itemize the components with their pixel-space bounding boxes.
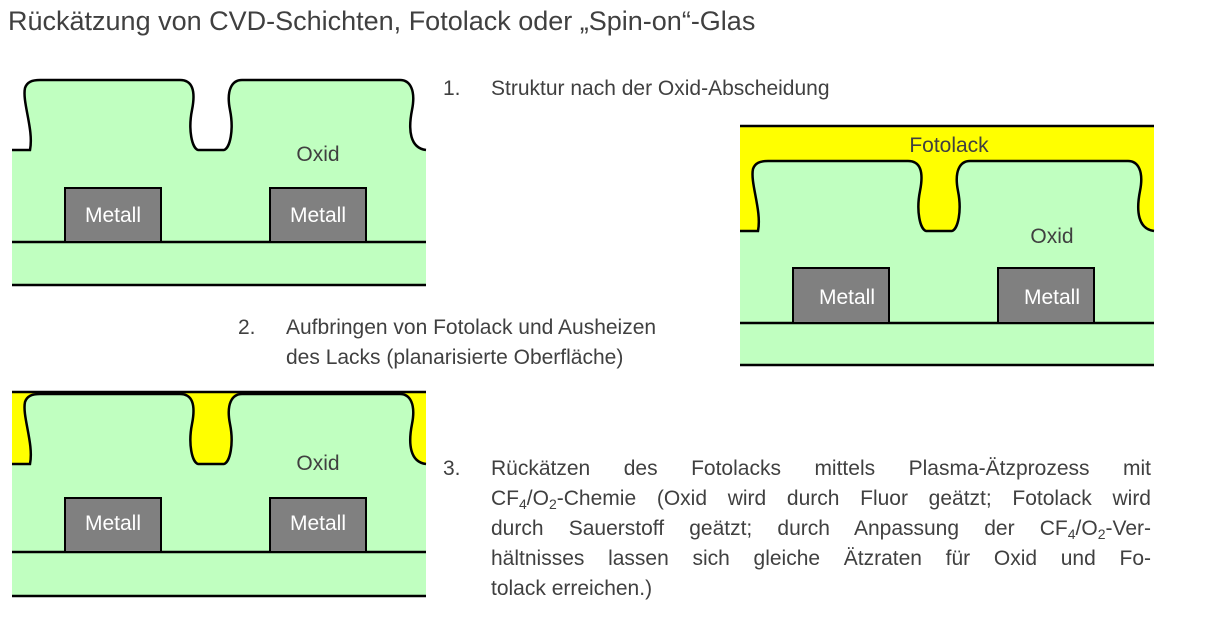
metal-block-left [792,267,890,324]
step-3-line-2-rest: -Chemie (Oxid wird durch Fluor geätzt; F… [556,487,1151,510]
oxide-surface [12,392,427,466]
subscript-2: 2 [1097,526,1106,542]
step-1-number: 1. [443,77,461,100]
oxide-label: Oxid [296,143,339,166]
subscript-2: 2 [548,496,557,512]
step-2-line-1: Aufbringen von Fotolack und Ausheizen [286,316,657,339]
step-3-number: 3. [443,457,461,480]
step-2-number: 2. [238,316,256,339]
subscript-4: 4 [519,496,527,512]
diagram-photoresist-applied: Metall Metall Oxid Fotolack [740,124,1155,367]
oxide-layer [12,80,426,285]
diagram-oxide-deposition: Metall Metall Oxid [12,78,427,287]
oxide-surface [12,78,427,152]
metal-label-right: Metall [1024,286,1080,309]
step-1-text: Struktur nach der Oxid-Abscheidung [491,77,830,100]
step-3-line-3: durch Sauerstoff geätzt; durch Anpassung… [491,514,1151,544]
photoresist-label: Fotolack [909,134,989,157]
subscript-4: 4 [1067,526,1076,542]
step-3: 3. Rückätzen des Fotolacks mittels Plasm… [443,454,1155,606]
step-3-line-3-start: durch Sauerstoff geätzt; durch Anpassung… [491,517,1068,540]
metal-label-left: Metall [85,512,141,535]
formula-cf: CF [491,487,519,510]
metal-label-left: Metall [819,286,875,309]
oxide-surface [740,159,1155,233]
diagram-etch-back: Metall Metall Oxid [12,390,427,598]
step-2-line-2: des Lacks (planarisierte Oberfläche) [286,346,624,369]
metal-label-left: Metall [85,204,141,227]
metal-block-right [269,187,367,243]
step-3-line-5: tolack erreichen.) [491,577,653,600]
step-3-line-4: hältnisses lassen sich gleiche Ätzraten … [491,547,1151,570]
metal-block-right [997,267,1095,324]
metal-block-right [269,497,367,553]
step-3-line-1: Rückätzen des Fotolacks mittels Plasma-Ä… [491,457,1151,480]
step-3-line-2: CF4/O2-Chemie (Oxid wird durch Fluor geä… [491,484,1151,514]
oxide-label: Oxid [296,452,339,475]
metal-block-left [64,497,162,553]
metal-block-left [64,187,162,243]
oxide-label: Oxid [1030,225,1073,248]
slide-title: Rückätzung von CVD-Schichten, Fotolack o… [8,6,756,36]
step-1: 1. Struktur nach der Oxid-Abscheidung [443,74,903,104]
step-2: 2. Aufbringen von Fotolack und Ausheizen… [238,313,738,373]
metal-label-right: Metall [290,204,346,227]
formula-o: /O [1075,517,1098,540]
metal-label-right: Metall [290,512,346,535]
formula-o: /O [526,487,549,510]
step-3-line-3-end: -Ver- [1105,517,1151,540]
step-3-text: Rückätzen des Fotolacks mittels Plasma-Ä… [491,454,1151,604]
